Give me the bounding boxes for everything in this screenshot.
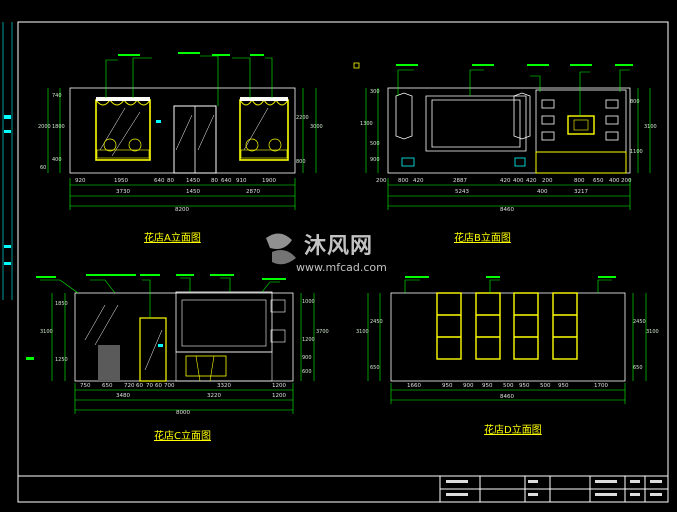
dim-a-total: 8200 [175,207,189,213]
dim-d-l-0: 3100 [356,329,369,335]
dim-b-r1-4: 420 [500,178,511,184]
dim-d-r1-3: 950 [482,383,493,389]
dim-a-r2-2: 2870 [246,189,260,195]
dim-c-r1-5: 60 [155,383,162,389]
dim-b-r-1: 800 [630,99,640,105]
elevation-a-title: 花店A立面图 [144,233,201,244]
dim-a-r-1: 3000 [310,124,323,130]
dim-b-r1-7: 200 [542,178,553,184]
dim-a-r1-2: 640 [154,178,165,184]
dim-d-total: 8460 [500,394,514,400]
dim-b-r2-1: 400 [537,189,548,195]
dim-b-r-0: 1100 [630,149,643,155]
dim-b-l-2: 500 [370,141,380,147]
dim-c-r-2: 1200 [302,337,315,343]
dim-a-r-2: 800 [296,159,306,165]
dim-b-r1-0: 200 [376,178,387,184]
dim-c-r1-0: 750 [80,383,91,389]
dim-a-r1-8: 1900 [262,178,276,184]
dim-c-r1-2: 720 [124,383,135,389]
dim-b-r1-10: 400 [609,178,620,184]
dim-c-r2-2: 1200 [272,393,286,399]
dim-c-r1-4: 70 [146,383,153,389]
dim-c-l-2: 1250 [55,357,68,363]
elevation-c-title: 花店C立面图 [154,431,211,442]
elevation-b [353,62,651,210]
dim-b-r1-11: 200 [621,178,632,184]
dim-b-r-2: 3100 [644,124,657,130]
dim-c-r-1: 3700 [316,329,329,335]
dim-d-r1-1: 950 [442,383,453,389]
dim-a-l-3: 400 [52,157,62,163]
dim-a-l-1: 1800 [52,124,65,130]
dim-d-r1-2: 900 [463,383,474,389]
dim-c-total: 8000 [176,410,190,416]
dim-a-r2-0: 3730 [116,189,130,195]
dim-a-l-2: 2000 [38,124,51,130]
dim-a-r1-1: 1950 [114,178,128,184]
dim-d-r-1: 3100 [646,329,659,335]
dim-d-r-2: 650 [633,365,643,371]
dim-a-r1-6: 640 [221,178,232,184]
dim-b-l-0: 300 [370,89,380,95]
dim-a-r1-5: 80 [211,178,218,184]
dim-b-r1-8: 800 [574,178,585,184]
dim-a-l-4: 60 [40,165,47,171]
dim-b-r1-1: 800 [398,178,409,184]
dim-c-r-0: 1000 [302,299,315,305]
dim-c-r-4: 600 [302,369,312,375]
dim-d-r1-6: 500 [540,383,551,389]
dim-a-r2-1: 1450 [186,189,200,195]
dim-d-r1-7: 950 [558,383,569,389]
elevation-a [47,52,317,210]
dim-c-r-3: 900 [302,355,312,361]
dim-d-l-1: 2450 [370,319,383,325]
watermark-text: 沐风网 [304,234,374,259]
dim-b-r2-0: 5243 [455,189,469,195]
dim-b-l-3: 900 [370,157,380,163]
dim-c-r1-1: 650 [102,383,113,389]
dim-b-r1-3: 2887 [453,178,467,184]
dim-d-r1-8: 1700 [594,383,608,389]
dim-d-r1-5: 950 [519,383,530,389]
dim-c-l-0: 1850 [55,301,68,307]
drawing-frame [17,21,669,503]
dim-a-r1-7: 910 [236,178,247,184]
dim-a-r-0: 2200 [296,115,309,121]
dim-c-r2-0: 3480 [116,393,130,399]
dim-c-r2-1: 3220 [207,393,221,399]
elevation-d-title: 花店D立面图 [484,425,542,436]
watermark-url: www.mfcad.com [296,261,387,274]
dim-a-r1-4: 1450 [186,178,200,184]
dim-b-r1-9: 650 [593,178,604,184]
dim-d-r1-0: 1660 [407,383,421,389]
dim-c-r1-3: 60 [136,383,143,389]
elevation-d [367,276,647,404]
dim-c-r1-8: 1200 [272,383,286,389]
dim-d-r1-4: 500 [503,383,514,389]
dim-d-l-2: 650 [370,365,380,371]
elevation-c [26,274,315,414]
dim-d-r-0: 2450 [633,319,646,325]
dim-a-r1-3: 80 [167,178,174,184]
title-block [446,480,662,496]
dim-c-l-1: 3100 [40,329,53,335]
elevation-b-title: 花店B立面图 [454,233,511,244]
dim-a-r1-0: 920 [75,178,86,184]
dim-c-r1-7: 3320 [217,383,231,389]
dim-b-r1-5: 400 [513,178,524,184]
watermark-logo [266,233,296,265]
dim-b-l-1: 1300 [360,121,373,127]
dim-c-r1-6: 700 [164,383,175,389]
dim-a-l-0: 740 [52,93,62,99]
dim-b-total: 8460 [500,207,514,213]
dim-b-r1-2: 420 [413,178,424,184]
dim-b-r2-2: 3217 [574,189,588,195]
binding-strip [2,22,13,300]
dim-b-r1-6: 420 [526,178,537,184]
